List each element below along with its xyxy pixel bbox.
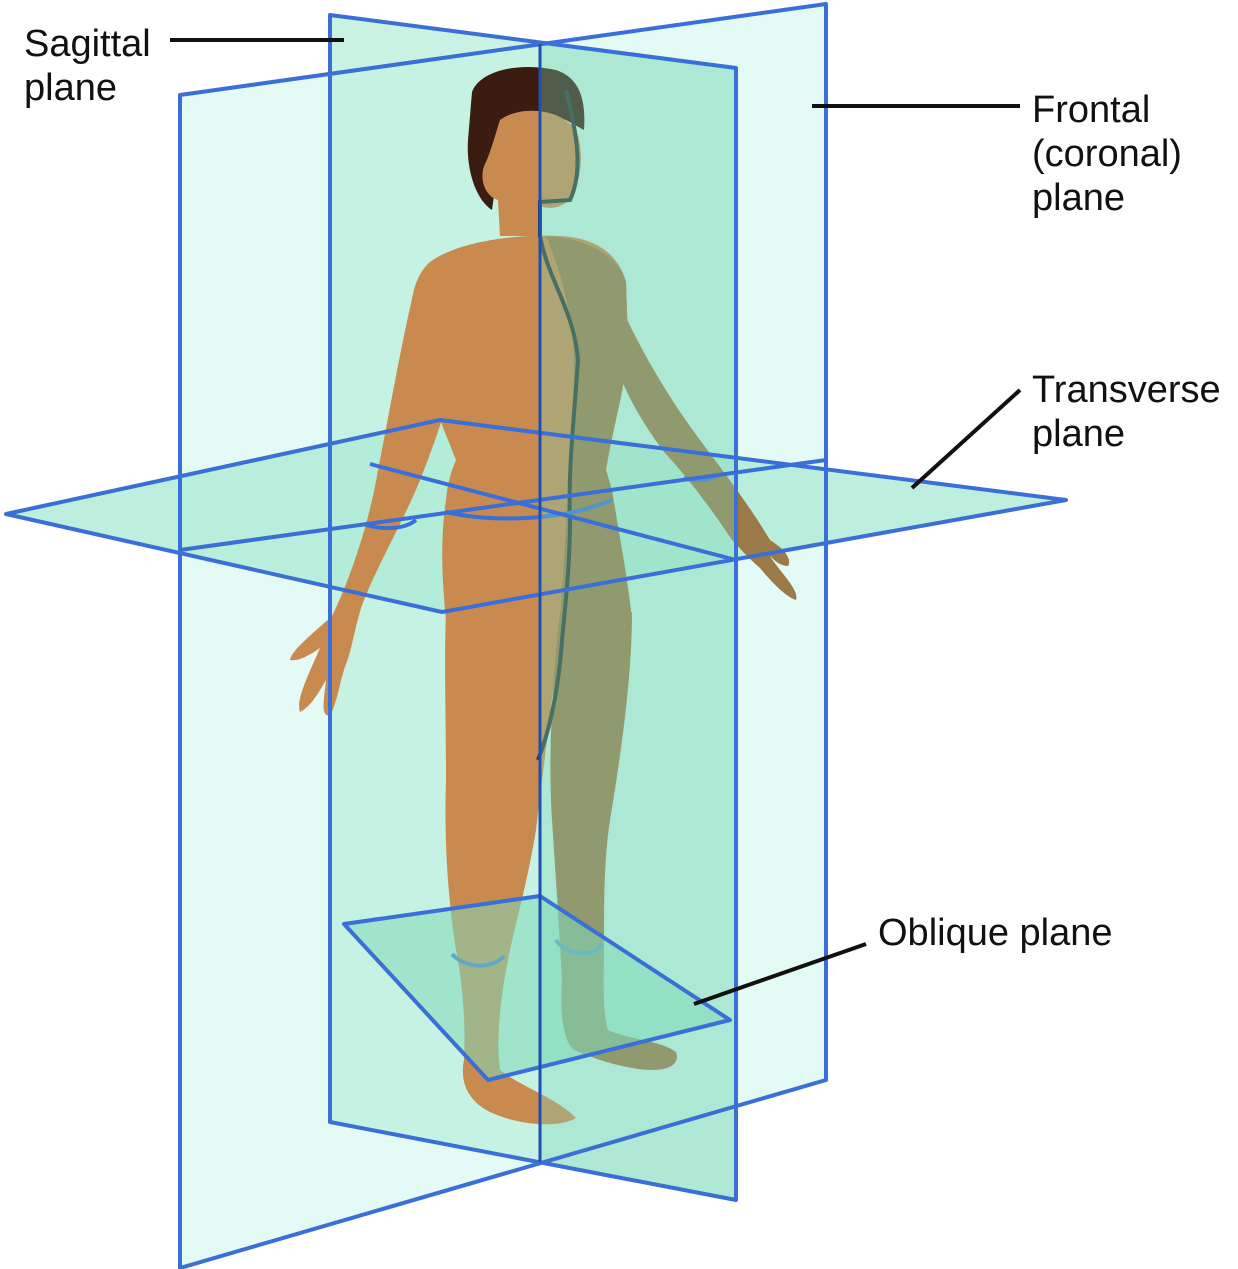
torso-shadow (546, 236, 632, 620)
frontal-plane-label: Frontal (coronal) plane (1032, 88, 1182, 220)
frontal-plane-outline (178, 2, 828, 1269)
oblique-plane-label: Oblique plane (878, 911, 1113, 955)
left-arm (290, 290, 456, 716)
sagittal-label-line-2: plane (24, 67, 117, 109)
transverse-inner-edge-2 (369, 462, 737, 562)
frontal-label-line-2: (coronal) (1032, 133, 1182, 175)
transverse-leader (910, 388, 1022, 490)
transverse-label-line-2: plane (1032, 413, 1125, 455)
sagittal-label-line-1: Sagittal (24, 23, 151, 65)
oblique-label-line-1: Oblique plane (878, 912, 1113, 954)
transverse-plane-outline (4, 418, 1068, 614)
frontal-plane-front (540, 44, 736, 1200)
sagittal-plane-label: Sagittal plane (24, 22, 151, 110)
right-arm (614, 300, 797, 600)
waist-ring (445, 498, 613, 521)
frontal-label-line-3: plane (1032, 177, 1125, 219)
oblique-leader (693, 942, 867, 1006)
frontal-label-line-1: Frontal (1032, 89, 1151, 131)
transverse-label-line-1: Transverse (1032, 369, 1221, 411)
head (482, 110, 581, 236)
transverse-plane-label: Transverse plane (1032, 368, 1221, 456)
hair (467, 66, 585, 211)
sagittal-plane-outline (328, 13, 738, 1202)
oblique-plane-outline (342, 894, 732, 1082)
transverse-inner-edge-1 (179, 458, 827, 552)
body-midline (536, 89, 581, 761)
oblique-plane (344, 896, 730, 1080)
